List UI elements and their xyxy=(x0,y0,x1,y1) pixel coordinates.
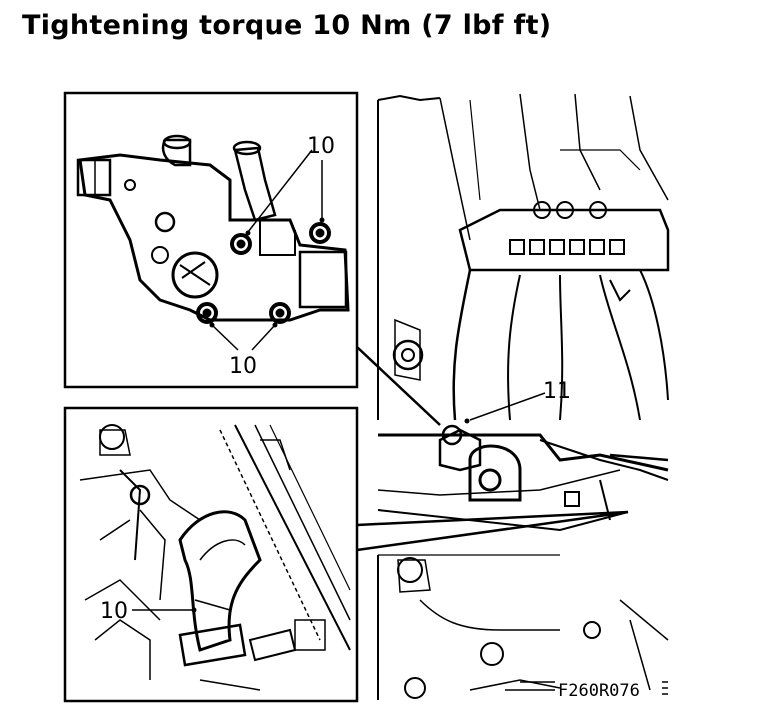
main-engine-view xyxy=(356,93,670,700)
callout-main-view: 11 xyxy=(543,379,571,404)
inset-top xyxy=(63,91,359,389)
callout-top-lower: 10 xyxy=(229,354,257,379)
callout-top-upper: 10 xyxy=(307,134,335,159)
callout-inset-bottom: 10 xyxy=(100,599,128,624)
inset-bottom xyxy=(63,406,359,703)
page-title: Tightening torque 10 Nm (7 lbf ft) xyxy=(22,10,552,41)
figure-code: F260R076 xyxy=(558,681,640,701)
